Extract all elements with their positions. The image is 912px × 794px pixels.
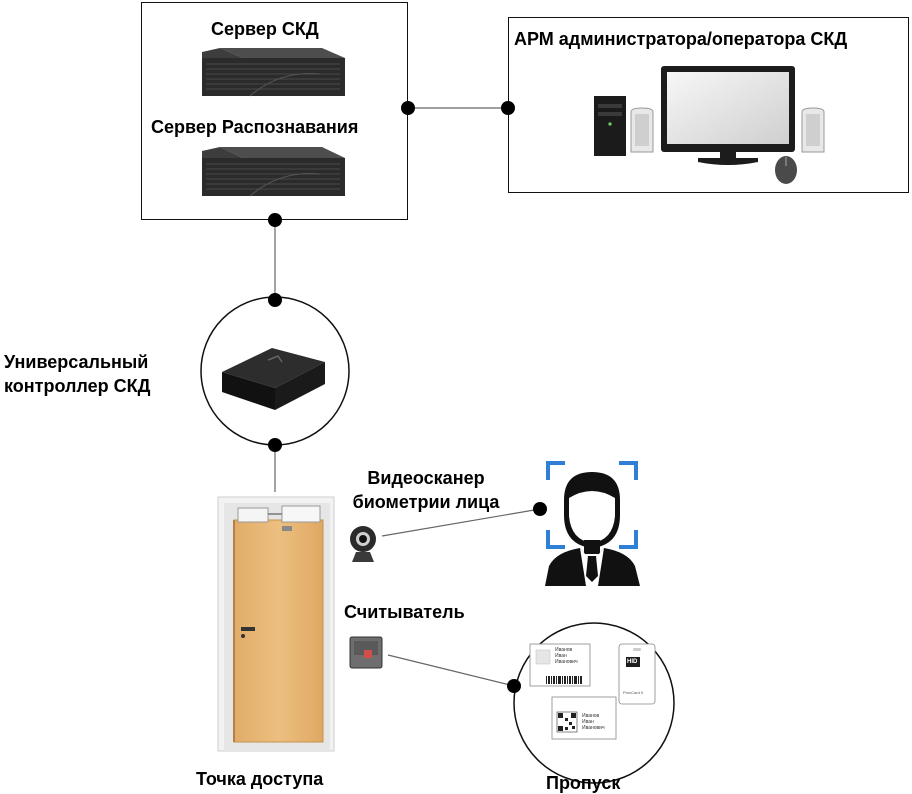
webcam-icon: [350, 526, 376, 562]
server-recognition-icon: [202, 147, 345, 197]
card1-text: Иванов Иван Иванович: [555, 647, 578, 665]
node-server-bottom: [268, 213, 282, 227]
videoscanner-label: Видеосканер биометрии лица: [341, 466, 511, 514]
door-icon: [217, 496, 335, 752]
connection-nodes: [268, 101, 547, 693]
pass-label: Пропуск: [546, 773, 621, 793]
server-skd-icon: [202, 48, 345, 97]
hid-logo: HID: [627, 659, 638, 665]
face-recognition-icon: [545, 461, 640, 586]
server-recognition-label: Сервер Распознавания: [151, 117, 359, 137]
node-controller-bottom: [268, 438, 282, 452]
videoscanner-label-line2: биометрии лица: [352, 492, 500, 512]
card2-text: Иванов Иван Иванович: [582, 713, 605, 731]
card2-line1: Иванов: [582, 713, 600, 719]
workstation-icon: [594, 66, 825, 184]
card1-line2: Иван: [555, 653, 567, 659]
node-server-right: [401, 101, 415, 115]
access-point-label: Точка доступа: [196, 769, 324, 789]
link-camera-face: [381, 508, 541, 537]
node-face: [533, 502, 547, 516]
card2-line3: Иванович: [582, 725, 605, 731]
link-reader-pass: [387, 654, 515, 687]
reader-label: Считыватель: [344, 602, 465, 622]
card2-line2: Иван: [582, 719, 594, 725]
card1-line3: Иванович: [555, 659, 578, 665]
arm-label: АРМ администратора/оператора СКД: [514, 29, 848, 49]
card-reader-icon: [349, 636, 383, 669]
proxcard-label: ProxCard II: [623, 690, 644, 695]
card1-line1: Иванов: [555, 647, 573, 653]
node-pass: [507, 679, 521, 693]
connection-lines: [274, 107, 541, 687]
node-arm-left: [501, 101, 515, 115]
controller-label-line2: контроллер СКД: [4, 376, 151, 396]
controller-label-line1: Универсальный: [4, 352, 149, 372]
node-controller-top: [268, 293, 282, 307]
access-card-icon: [529, 643, 656, 740]
controller-label: Универсальный контроллер СКД: [4, 350, 150, 398]
videoscanner-label-line1: Видеосканер: [367, 468, 485, 488]
controller-box-icon: [222, 348, 325, 410]
server-skd-label: Сервер СКД: [211, 19, 319, 39]
